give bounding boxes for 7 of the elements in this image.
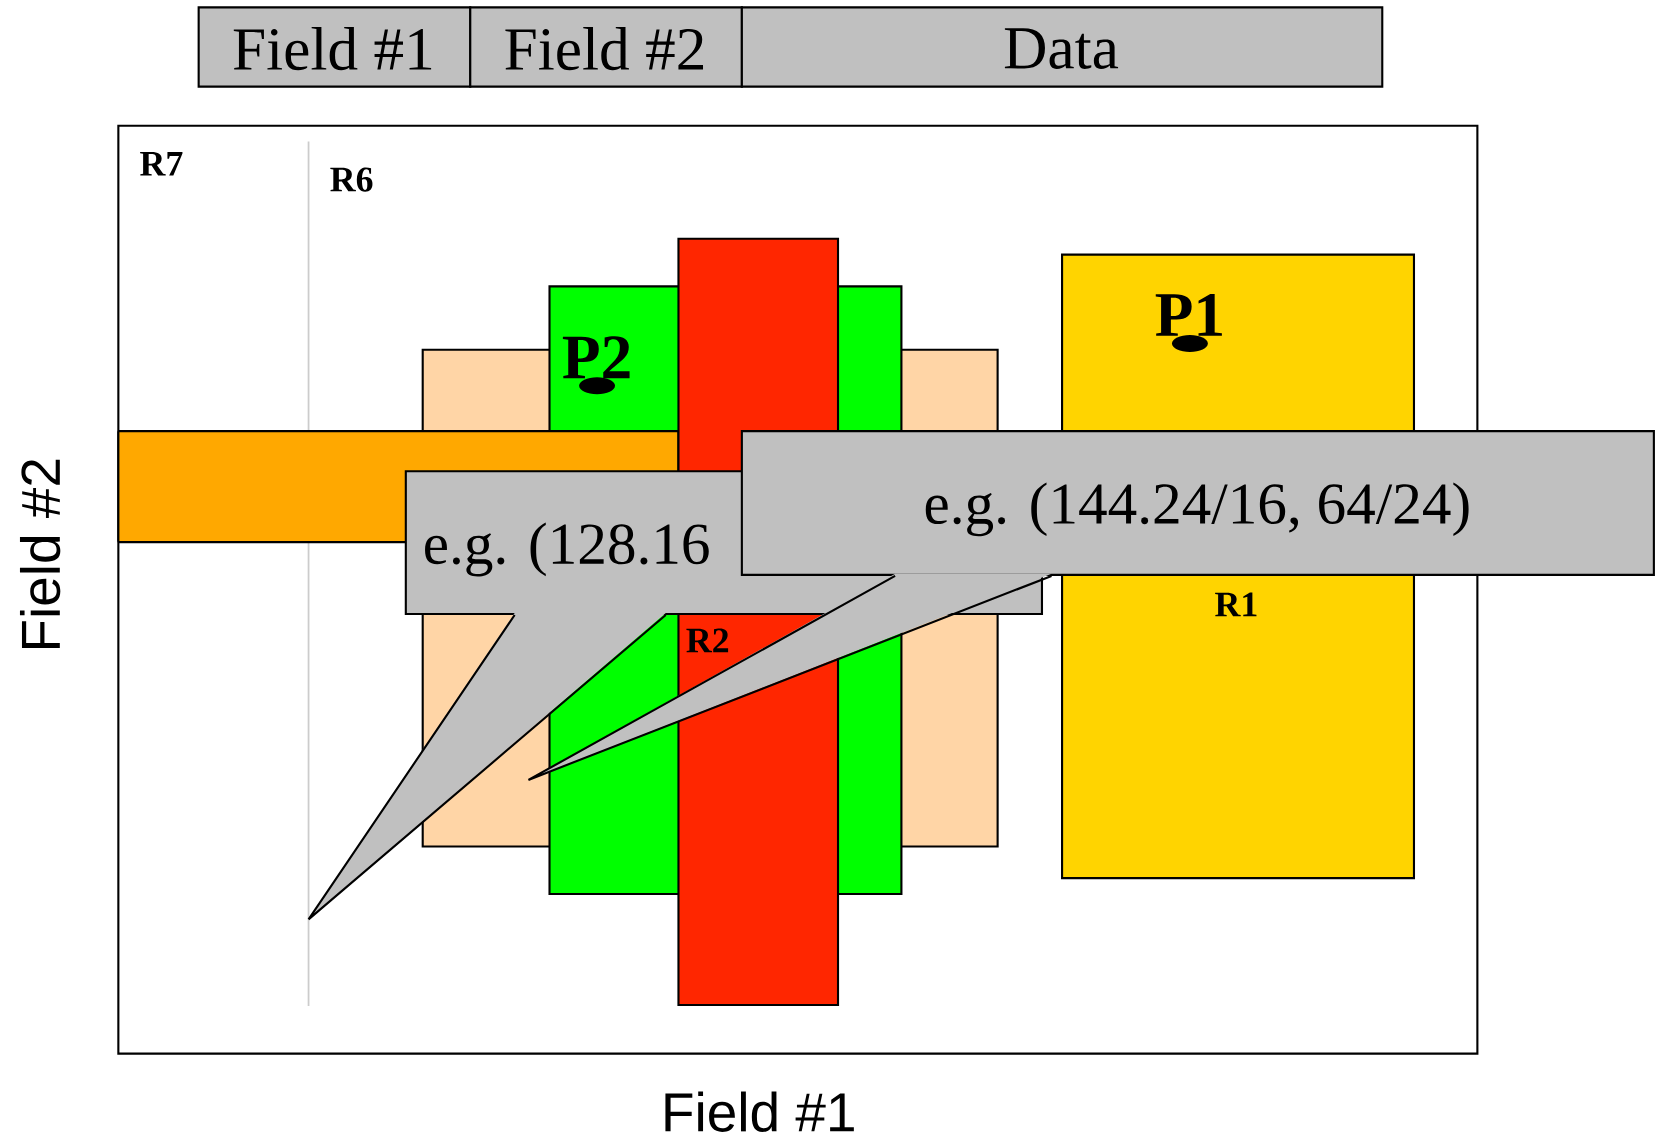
header-cell: Field #1 [197,6,472,88]
axis-label: Field #2 [19,459,61,648]
header-cell: Field #2 [469,6,743,88]
callout-pointer [307,612,667,921]
callout-pointer [527,573,1053,781]
axis-label: Field #1 [665,1091,854,1132]
callout-box: e.g. (144.24/16, 64/24) [740,429,1655,576]
